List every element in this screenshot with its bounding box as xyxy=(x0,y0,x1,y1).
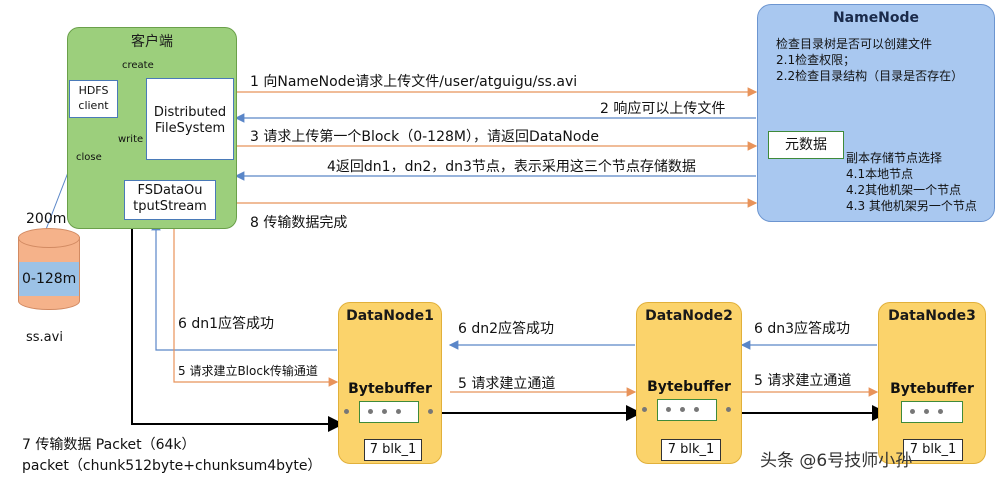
step-1-label: 1 向NameNode请求上传文件/user/atguigu/ss.avi xyxy=(250,74,578,90)
create-label: create xyxy=(122,60,154,71)
step-8-label: 8 传输数据完成 xyxy=(250,215,348,231)
client-title: 客户端 xyxy=(131,34,173,50)
namenode-container: NameNode 检查目录树是否可以创建文件 2.1检查权限； 2.2检查目录结… xyxy=(757,4,995,222)
datanode-3-blk: 7 blk_1 xyxy=(903,439,963,461)
step-7-label: 7 传输数据 Packet（64k） xyxy=(22,437,196,453)
datanode-3: DataNode3 Bytebuffer 7 blk_1 xyxy=(878,302,986,464)
close-label: close xyxy=(76,152,102,163)
arrow-7-packet xyxy=(131,218,344,432)
arrow-5-dn1 xyxy=(173,222,339,387)
namenode-check-perm: 2.1检查权限； xyxy=(776,53,856,67)
namenode-check-dir: 检查目录树是否可以创建文件 xyxy=(776,37,933,51)
step-3-label: 3 请求上传第一个Block（0-128M），请返回DataNode xyxy=(250,129,599,145)
datanode-1: DataNode1 Bytebuffer 7 blk_1 xyxy=(338,302,442,464)
step-5-dn2-label: 5 请求建立通道 xyxy=(458,376,556,392)
watermark: 头条 @6号技师小孙 xyxy=(760,451,913,471)
datanode-2-buffer xyxy=(657,399,717,421)
datanode-2-title: DataNode2 xyxy=(645,308,733,324)
datanode-3-title: DataNode3 xyxy=(888,308,976,324)
datanode-3-buffer xyxy=(901,401,963,423)
step-4-label: 4返回dn1，dn2，dn3节点，表示采用这三个节点存储数据 xyxy=(327,159,696,175)
namenode-check-struct: 2.2检查目录结构（目录是否存在） xyxy=(776,69,964,83)
datanode-2: DataNode2 Bytebuffer 7 blk_1 xyxy=(636,302,742,464)
packet-label: packet（chunk512byte+chunksum4byte） xyxy=(22,458,322,474)
replica-policy-title: 副本存储节点选择 xyxy=(846,151,943,165)
replica-policy-3: 4.3 其他机架另一个节点 xyxy=(846,199,977,213)
file-name-label: ss.avi xyxy=(26,330,63,345)
datanode-2-buffer-label: Bytebuffer xyxy=(647,379,731,395)
step-5-dn1-label: 5 请求建立Block传输通道 xyxy=(178,364,318,378)
distributed-filesystem-box: Distributed FileSystem xyxy=(146,78,234,160)
file-block-band xyxy=(19,262,79,296)
file-size-label: 200m xyxy=(26,211,67,227)
datanode-1-blk: 7 blk_1 xyxy=(364,439,422,461)
step-2-label: 2 响应可以上传文件 xyxy=(600,101,726,117)
fsdataoutputstream-box: FSDataOu tputStream xyxy=(124,180,216,220)
file-cylinder-top xyxy=(18,228,80,248)
datanode-1-buffer-label: Bytebuffer xyxy=(348,381,432,397)
step-6-dn3-label: 6 dn3应答成功 xyxy=(754,321,851,337)
step-6-dn1-label: 6 dn1应答成功 xyxy=(178,316,275,332)
datanode-3-buffer-label: Bytebuffer xyxy=(890,381,974,397)
datanode-1-title: DataNode1 xyxy=(346,308,434,324)
replica-policy-1: 4.1本地节点 xyxy=(846,167,914,181)
replica-policy-2: 4.2其他机架一个节点 xyxy=(846,183,962,197)
hdfs-client-box: HDFS client xyxy=(69,80,118,118)
write-label: write xyxy=(118,134,144,145)
metadata-box: 元数据 xyxy=(768,131,844,159)
datanode-2-blk: 7 blk_1 xyxy=(661,439,721,461)
step-5-dn3-label: 5 请求建立通道 xyxy=(754,373,852,389)
namenode-title: NameNode xyxy=(832,10,920,26)
step-6-dn2-label: 6 dn2应答成功 xyxy=(458,321,555,337)
file-block-label: 0-128m xyxy=(22,271,77,287)
arrow-6-dn1 xyxy=(151,220,337,351)
datanode-1-buffer xyxy=(359,401,419,423)
